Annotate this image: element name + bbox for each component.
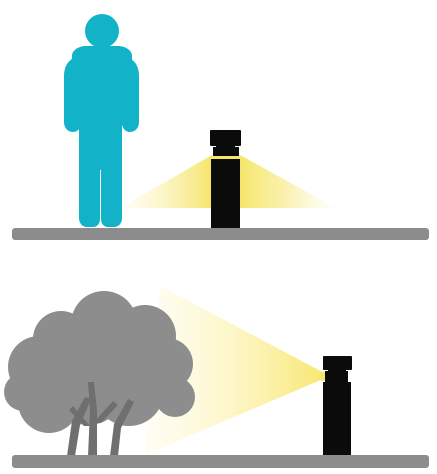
- ground-line: [12, 228, 429, 240]
- person-icon: [64, 14, 139, 227]
- ground-line: [12, 455, 429, 468]
- person-scene: [12, 14, 429, 240]
- tree-scene: [4, 286, 429, 468]
- bollard-light-icon: [210, 130, 241, 228]
- light-beam-right: [240, 155, 336, 208]
- bollard-light-icon: [321, 356, 352, 455]
- light-beam-left: [120, 155, 212, 208]
